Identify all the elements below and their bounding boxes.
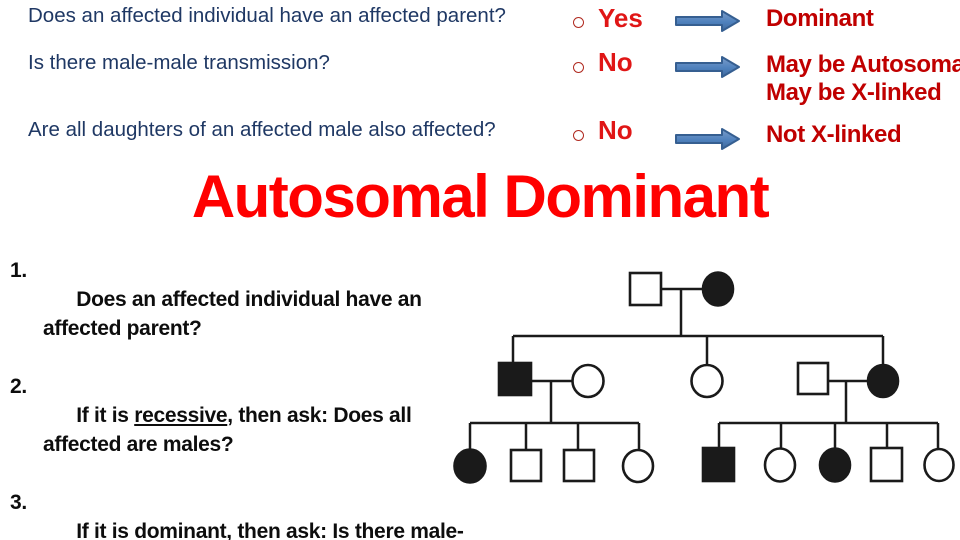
- result-label-dominant: Dominant: [766, 5, 874, 32]
- text-segment: If it is: [76, 404, 135, 427]
- pedigree-member-III-3: [562, 448, 596, 483]
- pedigree-member-III-4: [621, 448, 655, 484]
- text-segment: , then ask: Does all affected are males?: [43, 404, 412, 456]
- text-segment: , then ask: Is there male- male transmis…: [226, 520, 464, 540]
- pedigree-member-III-2: [509, 448, 543, 483]
- result-line-1: May be Autosomal: [766, 51, 960, 78]
- bullet-circle-icon: [573, 62, 584, 73]
- question-1: Does an affected individual have an affe…: [28, 4, 506, 27]
- bullet-circle-icon: [573, 130, 584, 141]
- list-item-3: 3. If it is dominant, then ask: Is there …: [10, 488, 470, 540]
- text-segment: If it is: [76, 520, 135, 540]
- list-item-text: Does an affected individual have an affe…: [43, 288, 422, 340]
- right-arrow-icon: [675, 128, 740, 150]
- right-arrow-icon: [675, 56, 740, 78]
- pedigree-member-III-7: [818, 447, 852, 483]
- question-2: Is there male-male transmission?: [28, 51, 330, 74]
- question-3: Are all daughters of an affected male al…: [28, 118, 496, 141]
- underlined-term: recessive: [134, 404, 228, 427]
- slide-title: Autosomal Dominant: [191, 163, 770, 230]
- underlined-term: dominant: [134, 520, 227, 540]
- list-number: 2.: [10, 375, 27, 398]
- list-item-text: If it is dominant, then ask: Is there ma…: [43, 520, 464, 540]
- pedigree-member-II-2: [571, 363, 605, 399]
- pedigree-member-II-3: [690, 363, 724, 399]
- text-segment: Does an affected individual have an affe…: [43, 288, 422, 340]
- pedigree-member-II-1: [497, 361, 533, 397]
- pedigree-member-III-9: [923, 447, 955, 483]
- list-item-1: 1. Does an affected individual have an af…: [10, 256, 470, 372]
- pedigree-member-III-6: [763, 447, 797, 483]
- bullet-circle-icon: [573, 17, 584, 28]
- answer-1: Yes: [598, 3, 643, 33]
- result-line-2: May be X-linked: [766, 79, 942, 106]
- pedigree-member-II-4: [796, 361, 830, 396]
- list-item-text: If it is recessive, then ask: Does all a…: [43, 404, 412, 456]
- list-number: 1.: [10, 259, 27, 282]
- answer-3: No: [598, 115, 633, 145]
- list-number: 3.: [10, 491, 27, 514]
- result-label-maybe: May be Autosomal May be X-linked: [766, 51, 960, 107]
- answer-2: No: [598, 47, 633, 77]
- pedigree-member-II-5: [866, 363, 900, 399]
- checklist: 1. Does an affected individual have an af…: [10, 256, 470, 540]
- pedigree-member-III-5: [701, 446, 736, 483]
- pedigree-member-I-2: [701, 271, 735, 307]
- list-item-2: 2. If it is recessive, then ask: Does all…: [10, 372, 470, 488]
- pedigree-member-I-1: [628, 271, 663, 307]
- pedigree-member-III-8: [869, 446, 904, 483]
- right-arrow-icon: [675, 10, 740, 32]
- result-label-not-x-linked: Not X-linked: [766, 121, 902, 148]
